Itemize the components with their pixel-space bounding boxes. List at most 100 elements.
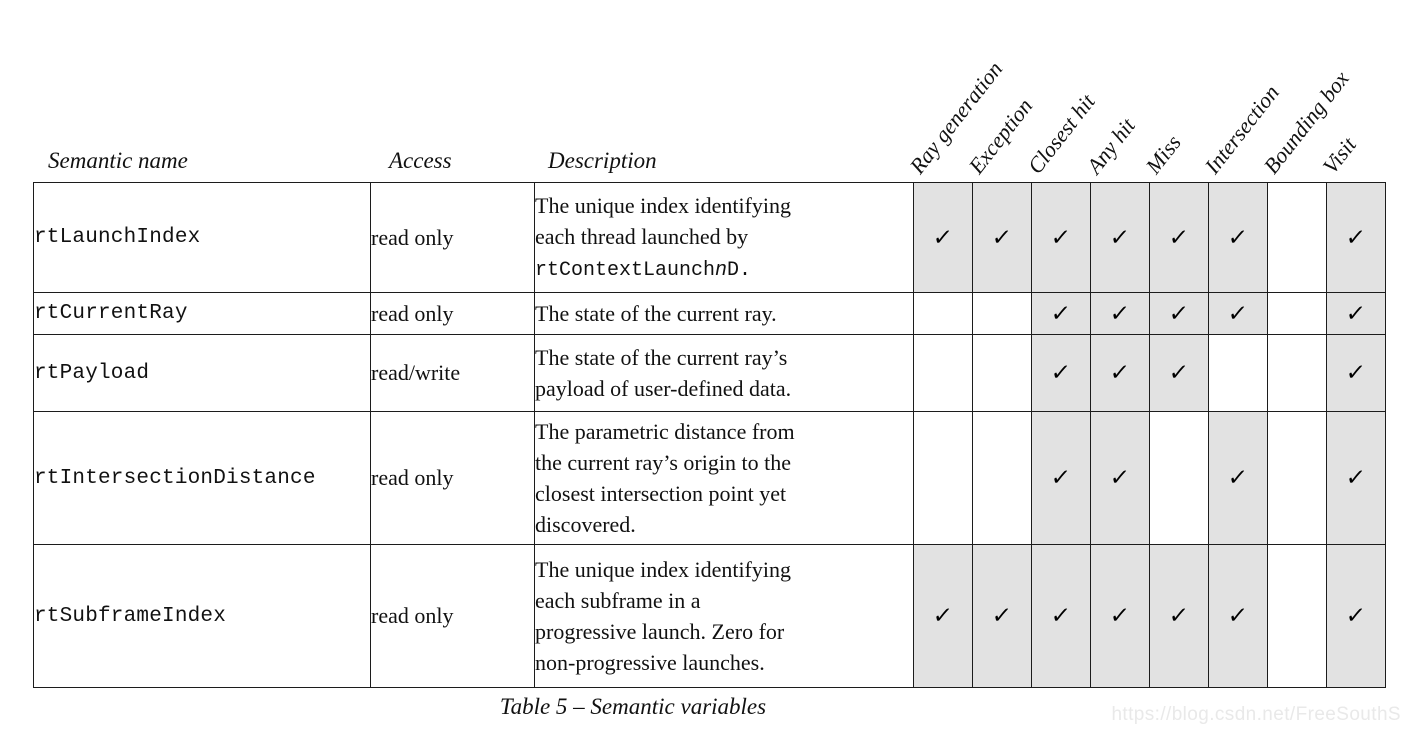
check-cell: ✓	[1149, 334, 1209, 412]
checkmark-icon: ✓	[1344, 224, 1368, 251]
check-cell: ✓	[1031, 182, 1091, 293]
check-cell: ✓	[972, 182, 1032, 293]
code-text: rtContextLaunch	[535, 258, 716, 282]
check-cell: ✓	[1326, 544, 1386, 688]
watermark-url: https://blog.csdn.net/FreeSouthS	[1111, 704, 1401, 725]
description-text: discovered.	[535, 512, 636, 537]
checkmark-icon: ✓	[1049, 465, 1073, 491]
code-text: n	[715, 258, 728, 282]
checkmark-icon: ✓	[1167, 300, 1191, 327]
check-cell: ✓	[1090, 544, 1150, 688]
checkmark-icon: ✓	[1167, 360, 1191, 386]
column-header-access: Access	[389, 148, 452, 173]
check-cell: ✓	[1090, 182, 1150, 293]
check-cell: ✓	[913, 182, 973, 293]
check-cell: ✓	[1149, 544, 1209, 688]
checkmark-icon: ✓	[1108, 360, 1132, 386]
check-cell	[1267, 292, 1327, 335]
checkmark-icon: ✓	[1226, 465, 1250, 491]
description-text: The parametric distance from	[535, 419, 795, 444]
semantic-name-cell: rtPayload	[33, 334, 371, 412]
semantic-name-cell: rtCurrentRay	[33, 292, 371, 335]
access-cell: read only	[370, 182, 535, 293]
description-text: The state of the current ray.	[535, 301, 777, 326]
description-text: each subframe in a	[535, 588, 701, 613]
description-cell: The state of the current ray’s payload of…	[534, 334, 914, 412]
program-column-header: Visit	[1317, 132, 1362, 179]
access-cell: read only	[370, 292, 535, 335]
access-cell: read only	[370, 544, 535, 688]
program-column-header: Any hit	[1081, 113, 1140, 179]
checkmark-icon: ✓	[990, 224, 1014, 251]
check-cell	[972, 292, 1032, 335]
checkmark-icon: ✓	[1344, 603, 1368, 629]
check-cell: ✓	[1326, 334, 1386, 412]
description-text: each thread launched by	[535, 223, 749, 249]
description-cell: The state of the current ray.	[534, 292, 914, 335]
access-cell: read/write	[370, 334, 535, 412]
description-text: The unique index identifying	[535, 557, 791, 582]
table-caption: Table 5 – Semantic variables	[499, 694, 767, 719]
check-cell: ✓	[1090, 292, 1150, 335]
checkmark-icon: ✓	[1049, 603, 1073, 629]
checkmark-icon: ✓	[1049, 360, 1073, 386]
checkmark-icon: ✓	[1108, 465, 1132, 491]
description-text: The state of the current ray’s	[535, 345, 788, 370]
check-cell: ✓	[1208, 544, 1268, 688]
check-cell	[913, 411, 973, 545]
column-header-semantic-name: Semantic name	[48, 148, 188, 173]
check-cell: ✓	[1090, 334, 1150, 412]
check-cell	[1208, 334, 1268, 412]
description-text: the current ray’s origin to the	[535, 450, 791, 475]
checkmark-icon: ✓	[1344, 300, 1368, 327]
checkmark-icon: ✓	[931, 603, 955, 629]
check-cell: ✓	[1031, 292, 1091, 335]
check-cell: ✓	[1031, 411, 1091, 545]
check-cell: ✓	[1208, 182, 1268, 293]
check-cell	[913, 292, 973, 335]
check-cell: ✓	[1326, 182, 1386, 293]
check-cell: ✓	[1031, 544, 1091, 688]
check-cell	[1267, 544, 1327, 688]
checkmark-icon: ✓	[1226, 603, 1250, 629]
program-column-header: Miss	[1140, 130, 1186, 179]
description-text: progressive launch. Zero for	[535, 619, 785, 644]
check-cell: ✓	[1090, 411, 1150, 545]
checkmark-icon: ✓	[1108, 603, 1132, 629]
description-text: payload of user-defined data.	[535, 376, 792, 401]
check-cell	[972, 411, 1032, 545]
description-cell: The unique index identifying each subfram…	[534, 544, 914, 688]
check-cell: ✓	[972, 544, 1032, 688]
check-cell: ✓	[1149, 292, 1209, 335]
description-cell: The parametric distance from the current …	[534, 411, 914, 545]
checkmark-icon: ✓	[1108, 224, 1132, 251]
check-cell: ✓	[1208, 292, 1268, 335]
checkmark-icon: ✓	[990, 603, 1014, 629]
semantic-name-cell: rtSubframeIndex	[33, 544, 371, 688]
semantic-name-cell: rtLaunchIndex	[33, 182, 371, 293]
checkmark-icon: ✓	[1049, 300, 1073, 327]
checkmark-icon: ✓	[1226, 224, 1250, 251]
check-cell: ✓	[1326, 292, 1386, 335]
check-cell: ✓	[1326, 411, 1386, 545]
check-cell: ✓	[1031, 334, 1091, 412]
check-cell	[1149, 411, 1209, 545]
column-header-description: Description	[548, 148, 657, 173]
checkmark-icon: ✓	[1344, 360, 1368, 386]
checkmark-icon: ✓	[1167, 603, 1191, 629]
access-cell: read only	[370, 411, 535, 545]
code-text: D.	[727, 258, 752, 282]
check-cell: ✓	[1208, 411, 1268, 545]
checkmark-icon: ✓	[931, 224, 955, 251]
description-text: non-progressive launches.	[535, 650, 765, 675]
checkmark-icon: ✓	[1167, 224, 1191, 251]
check-cell	[972, 334, 1032, 412]
